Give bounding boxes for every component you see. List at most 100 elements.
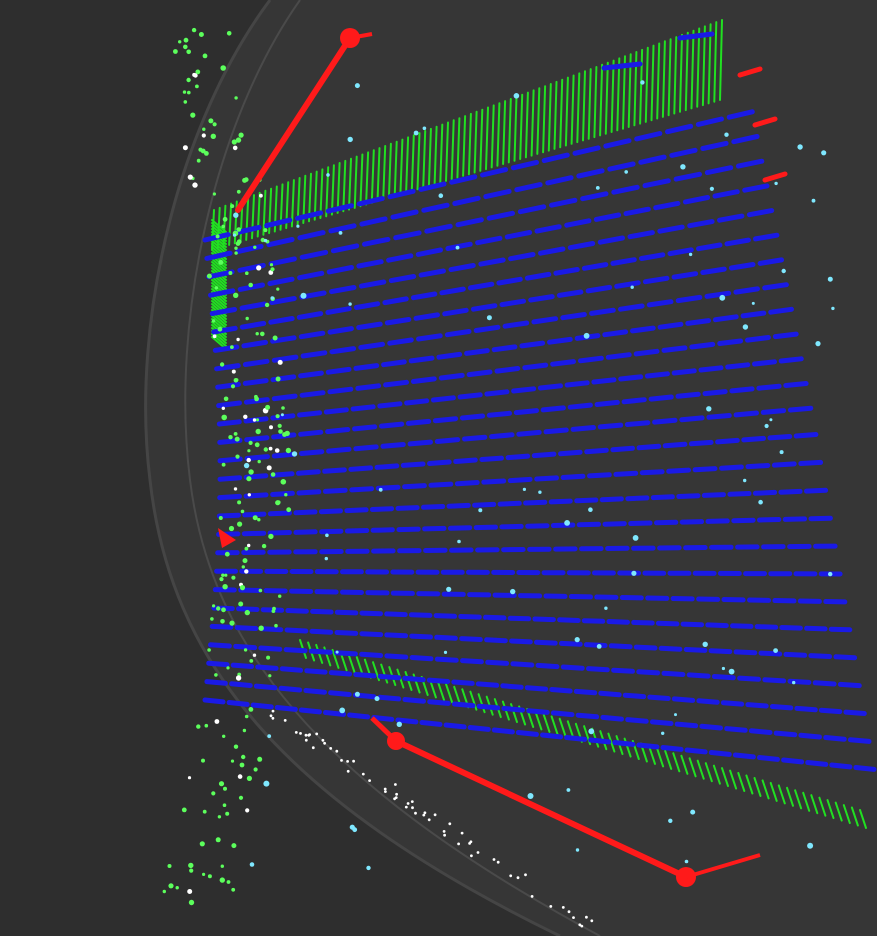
- point: [181, 807, 187, 813]
- point: [291, 451, 298, 457]
- blue-vector: [408, 355, 435, 364]
- green-normal: [672, 752, 681, 773]
- blue-vector: [424, 223, 453, 234]
- blue-vector: [453, 457, 478, 464]
- point: [274, 623, 278, 628]
- point: [492, 858, 496, 861]
- blue-vector: [381, 359, 407, 368]
- point: [202, 872, 206, 877]
- point: [243, 414, 248, 419]
- blue-vector: [717, 338, 744, 346]
- blue-vector: [358, 279, 387, 289]
- blue-vector: [669, 147, 698, 158]
- blue-vector: [458, 614, 482, 620]
- green-normal: [558, 717, 567, 738]
- blue-vector: [725, 362, 751, 370]
- blue-vector: [508, 252, 536, 262]
- red-tip: [752, 116, 778, 128]
- point: [228, 435, 233, 440]
- blue-vector: [762, 677, 787, 684]
- blue-vector: [259, 626, 284, 633]
- point: [271, 709, 275, 713]
- green-normal: [336, 162, 341, 214]
- blue-vector: [603, 138, 632, 149]
- point: [245, 271, 249, 276]
- green-normal: [810, 794, 819, 815]
- point: [230, 759, 235, 763]
- blue-vector: [310, 608, 334, 615]
- point: [228, 271, 233, 275]
- blue-vector: [674, 721, 699, 729]
- green-normal: [680, 754, 689, 775]
- blue-vector: [325, 203, 354, 214]
- green-normal: [622, 55, 626, 130]
- point: [230, 384, 236, 389]
- point: [215, 837, 221, 843]
- point: [275, 414, 280, 419]
- blue-vector: [494, 366, 521, 374]
- point: [236, 227, 242, 232]
- blue-vector: [547, 336, 573, 345]
- blue-vector: [413, 312, 440, 321]
- blue-vector: [217, 493, 242, 501]
- green-normal: [547, 83, 552, 152]
- point: [234, 96, 238, 100]
- blue-vector: [621, 397, 647, 405]
- blue-vector: [480, 167, 509, 178]
- point: [244, 714, 249, 719]
- blue-vector: [416, 333, 443, 342]
- blue-vector: [475, 681, 500, 688]
- green-normal: [564, 76, 569, 147]
- blue-vector: [682, 195, 711, 205]
- blue-vector: [409, 655, 434, 662]
- blue-vector: [507, 476, 533, 484]
- blue-vector: [410, 376, 437, 384]
- blue-vector: [270, 335, 297, 344]
- point: [284, 493, 288, 497]
- point: [404, 805, 408, 809]
- blue-vector: [735, 158, 765, 169]
- red-axis-arrow-icon: [685, 853, 761, 879]
- blue-vector: [573, 688, 598, 696]
- green-normal: [818, 796, 827, 817]
- point: [222, 734, 226, 738]
- blue-vector: [427, 459, 452, 466]
- green-normal: [211, 294, 227, 308]
- blue-vector: [334, 609, 359, 616]
- blue-vector: [585, 284, 613, 294]
- blue-vector: [514, 182, 543, 193]
- point: [272, 606, 276, 611]
- point: [233, 378, 239, 383]
- point: [308, 733, 311, 736]
- blue-vector: [584, 447, 609, 455]
- point: [212, 122, 217, 127]
- blue-vector: [325, 427, 351, 435]
- blue-vector: [631, 619, 655, 626]
- blue-vector: [733, 286, 760, 295]
- blue-vector: [359, 610, 383, 617]
- point: [588, 507, 593, 512]
- blue-vector: [602, 521, 627, 527]
- point: [352, 827, 358, 833]
- point: [236, 239, 242, 245]
- green-normal: [656, 747, 665, 768]
- point: [199, 841, 205, 847]
- blue-vector: [574, 497, 599, 504]
- green-normal: [355, 656, 364, 677]
- green-normal: [679, 33, 683, 113]
- blue-vector: [467, 281, 495, 291]
- point: [234, 436, 240, 442]
- blue-vector: [387, 188, 416, 200]
- point: [211, 791, 216, 796]
- blue-vector: [267, 510, 292, 517]
- blue-vector: [666, 467, 691, 474]
- blue-vector: [543, 427, 569, 435]
- blue-vector: [660, 745, 684, 752]
- point: [585, 915, 588, 919]
- blue-vector: [732, 752, 756, 760]
- blue-vector: [226, 700, 250, 707]
- blue-vector: [362, 236, 391, 247]
- point: [218, 781, 225, 787]
